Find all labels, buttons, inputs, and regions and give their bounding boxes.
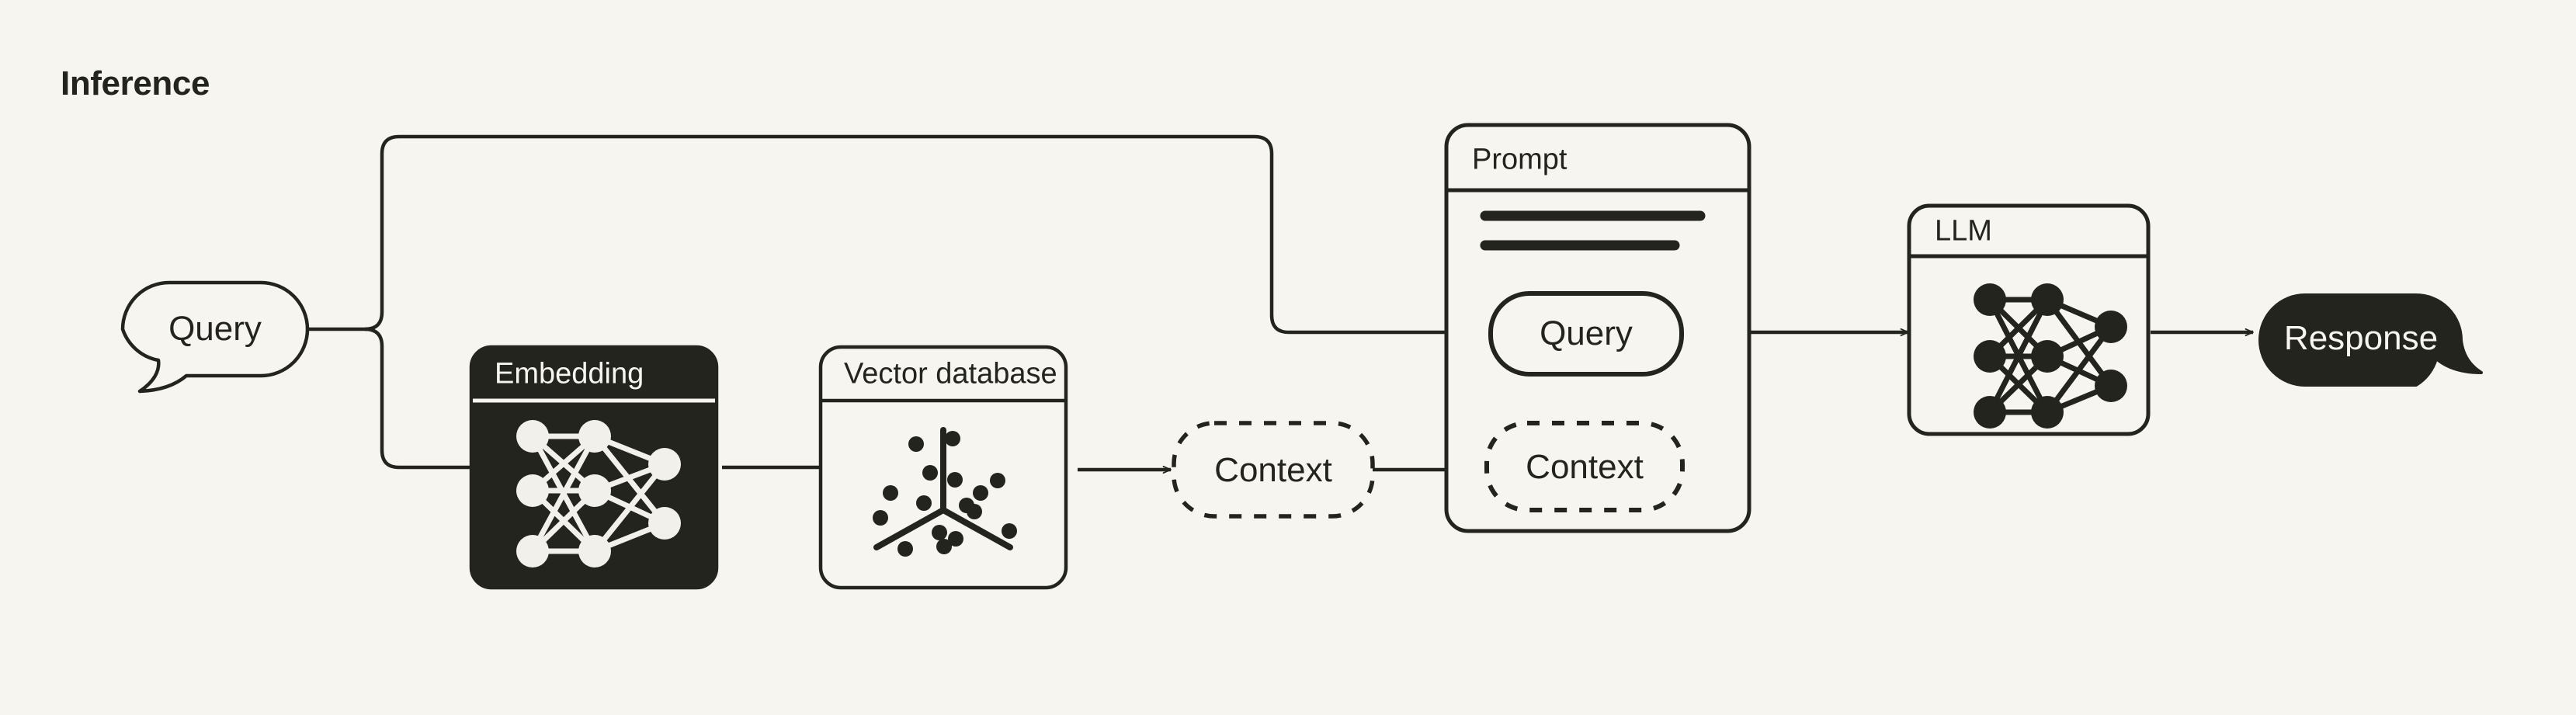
response-bubble-label: Response bbox=[2283, 319, 2439, 357]
context-bubble-label: Context bbox=[1214, 451, 1332, 489]
llm-card[interactable] bbox=[1907, 203, 2151, 436]
neural-network-icon bbox=[516, 420, 681, 567]
prompt-slot-context bbox=[1484, 421, 1685, 512]
query-bubble[interactable] bbox=[120, 280, 310, 394]
prompt-slot-query-label: Query bbox=[1540, 314, 1633, 352]
vector-database-title: Vector database bbox=[844, 357, 1057, 390]
response-bubble[interactable] bbox=[2258, 293, 2483, 387]
query-bubble-label: Query bbox=[168, 310, 262, 348]
response-bubble-shape bbox=[2258, 293, 2483, 387]
query-bubble-shape bbox=[120, 280, 310, 394]
prompt-slot-context-label: Context bbox=[1526, 448, 1644, 486]
prompt-slot-query bbox=[1488, 291, 1684, 377]
vector-database-card[interactable] bbox=[818, 345, 1068, 590]
neural-network-icon bbox=[1974, 283, 2127, 429]
prompt-text-lines bbox=[1480, 210, 1706, 251]
context-bubble-shape bbox=[1172, 421, 1375, 519]
connectors bbox=[293, 134, 2253, 470]
prompt-title: Prompt bbox=[1472, 143, 1567, 176]
context-bubble[interactable] bbox=[1172, 421, 1375, 519]
embedding-card[interactable] bbox=[469, 345, 719, 590]
page-title: Inference bbox=[61, 64, 210, 102]
prompt-card[interactable] bbox=[1444, 123, 1751, 533]
embedding-title: Embedding bbox=[495, 357, 644, 390]
edge-query-to-embedding bbox=[364, 327, 481, 467]
vector-space-axes-icon bbox=[873, 427, 1017, 557]
edge-query-to-prompt-query bbox=[364, 134, 1460, 332]
llm-title: LLM bbox=[1935, 214, 1992, 248]
